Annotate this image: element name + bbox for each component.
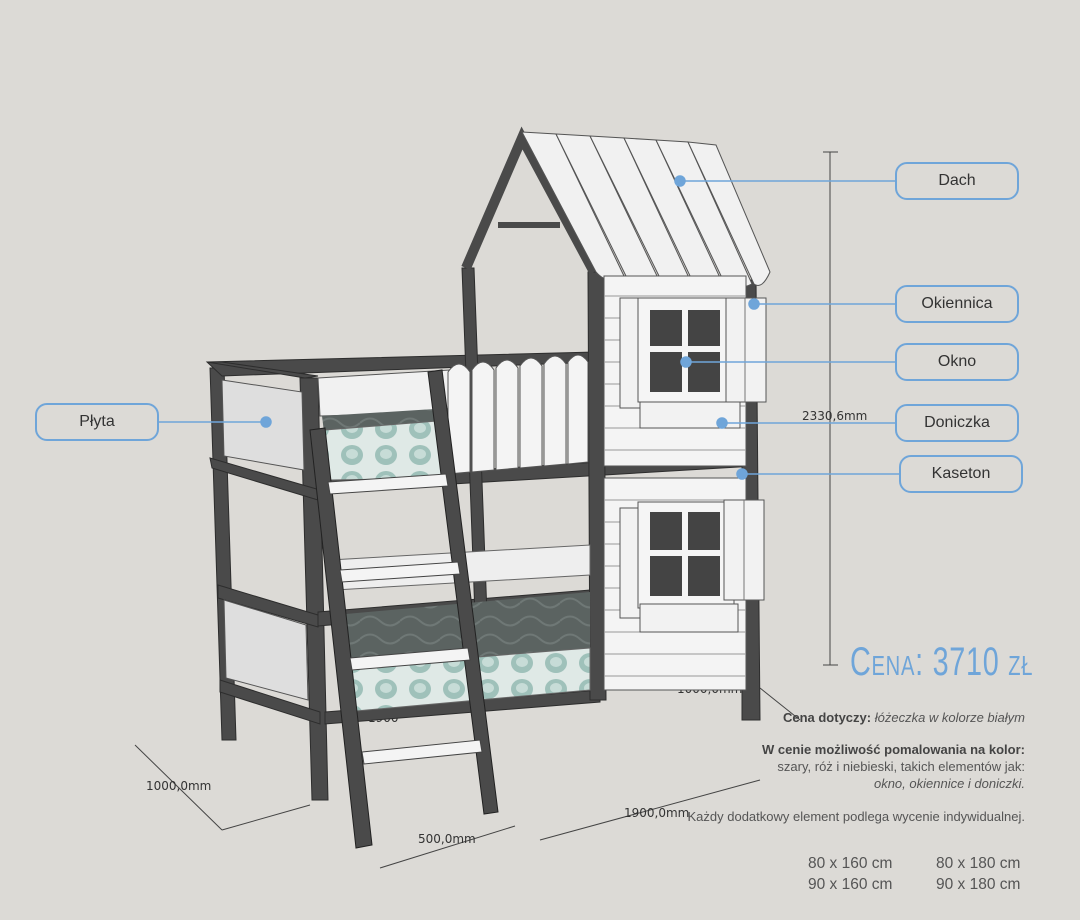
callout-doniczka: Doniczka: [895, 404, 1019, 442]
ladder: [309, 369, 499, 849]
height-dimension: 2330,6mm: [802, 409, 867, 423]
callout-dach: Dach: [895, 162, 1019, 200]
paint-colors: szary, róż i niebieski, takich elementów…: [777, 759, 1025, 774]
dimension-lines: [134, 151, 838, 869]
callout-plyta-label: Płyta: [79, 413, 115, 430]
callout-okno: Okno: [895, 343, 1019, 381]
callout-kaseton-label: Kaseton: [931, 465, 991, 482]
paint-elements-text: okno, okiennice i doniczki.: [873, 776, 1025, 791]
size-options: 80 x 160 cm 80 x 180 cm 90 x 160 cm 90 x…: [808, 855, 1036, 894]
callout-okno-label: Okno: [937, 353, 977, 370]
picket-fence: [447, 354, 589, 475]
depth-dimension-left: 1000,0mm: [146, 779, 211, 793]
paint-elements: okno, okiennice i doniczki.: [874, 775, 1025, 792]
callout-plyta: Płyta: [35, 403, 159, 441]
roof-frame: [461, 126, 599, 275]
price-scope-label: Cena dotyczy:: [782, 710, 872, 725]
size-option: 80 x 160 cm: [808, 855, 893, 872]
lower-window: [619, 499, 765, 633]
size-option: 90 x 180 cm: [936, 876, 1021, 893]
length-dimension: 1900,0mm: [624, 806, 689, 820]
upper-mattress: [324, 419, 451, 481]
paint-option-title: W cenie możliwość pomalowania na kolor:: [762, 742, 1025, 757]
ladder-dimension: 500,0mm: [418, 832, 476, 846]
callout-okiennica: Okiennica: [895, 285, 1019, 323]
end-panel-bottom: [223, 599, 309, 701]
callout-kaseton: Kaseton: [899, 455, 1023, 493]
price-scope-value: łóżeczka w kolorze białym: [874, 710, 1025, 725]
price-scope: Cena dotyczy: łóżeczka w kolorze białym: [783, 709, 1025, 726]
size-option: 90 x 160 cm: [808, 876, 893, 893]
price-heading: Cena: 3710 zł: [850, 640, 1034, 684]
size-option: 80 x 180 cm: [936, 855, 1021, 872]
callout-dach-label: Dach: [938, 172, 976, 189]
upper-window: [619, 297, 767, 429]
callout-leaders: [158, 175, 900, 480]
callout-okiennica-label: Okiennica: [921, 295, 993, 312]
paint-option-label: W cenie możliwość pomalowania na kolor:: [762, 741, 1025, 758]
extra-element-note: Każdy dodatkowy element podlega wycenie …: [687, 809, 1026, 824]
callout-doniczka-label: Doniczka: [924, 414, 990, 431]
